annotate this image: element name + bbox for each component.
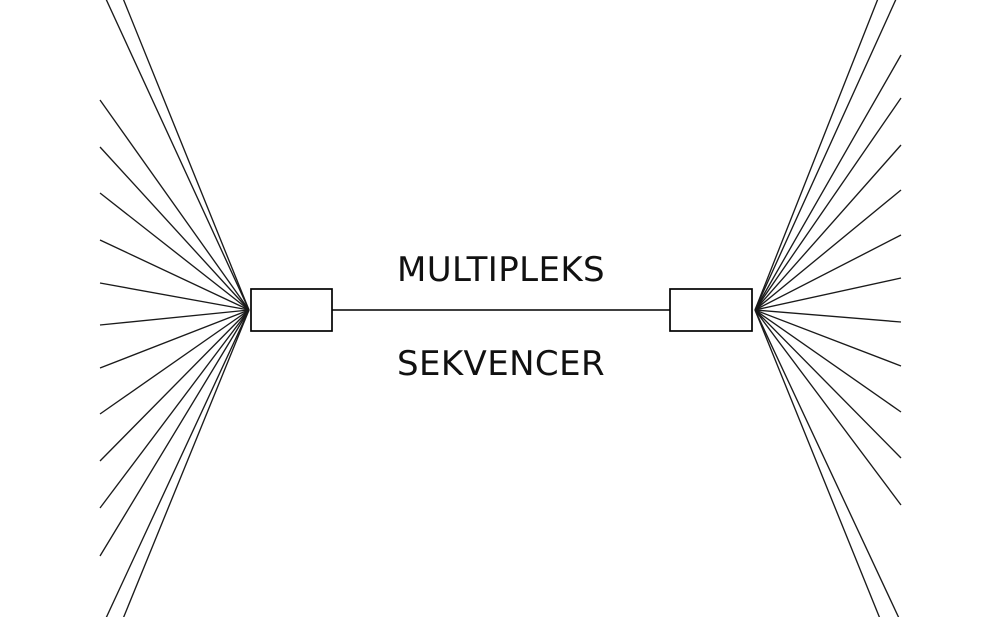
- fan-line-left-5: [99, 239, 250, 311]
- fan-line-right-0: [754, 0, 879, 311]
- fan-lines-left: [99, 0, 250, 617]
- fan-line-right-7: [754, 277, 902, 311]
- fan-line-left-9: [99, 309, 250, 415]
- fan-line-left-10: [99, 309, 250, 462]
- fan-line-right-1: [754, 0, 897, 311]
- fan-line-left-12: [99, 309, 250, 557]
- fan-line-left-7: [99, 309, 250, 326]
- fan-line-right-11: [754, 309, 902, 459]
- multiplexer-node-right[interactable]: [669, 288, 753, 332]
- fan-line-left-13: [105, 309, 250, 617]
- fan-line-right-2: [754, 54, 902, 311]
- fan-line-right-8: [754, 309, 902, 323]
- fan-line-right-3: [754, 97, 902, 311]
- fan-line-right-9: [754, 309, 902, 367]
- fan-line-left-1: [122, 0, 250, 311]
- fan-line-right-5: [754, 189, 902, 311]
- fan-line-right-10: [754, 309, 902, 413]
- fan-line-left-8: [99, 309, 250, 369]
- fan-line-right-14: [754, 309, 900, 617]
- fan-line-left-2: [99, 99, 250, 311]
- fan-line-left-14: [122, 309, 250, 617]
- fan-line-left-3: [99, 146, 250, 311]
- fan-line-left-4: [99, 192, 250, 311]
- fan-line-right-13: [754, 309, 881, 617]
- fan-line-left-11: [99, 309, 250, 509]
- fan-lines-right: [754, 0, 902, 617]
- multiplexer-node-left[interactable]: [250, 288, 333, 332]
- label-multipleks: MULTIPLEKS: [397, 250, 605, 290]
- fan-line-right-6: [754, 234, 902, 311]
- fan-line-left-6: [99, 282, 250, 311]
- fan-line-left-0: [105, 0, 250, 311]
- fan-line-right-12: [754, 309, 902, 506]
- label-sekvencer: SEKVENCER: [397, 344, 605, 384]
- fan-line-right-4: [754, 144, 902, 311]
